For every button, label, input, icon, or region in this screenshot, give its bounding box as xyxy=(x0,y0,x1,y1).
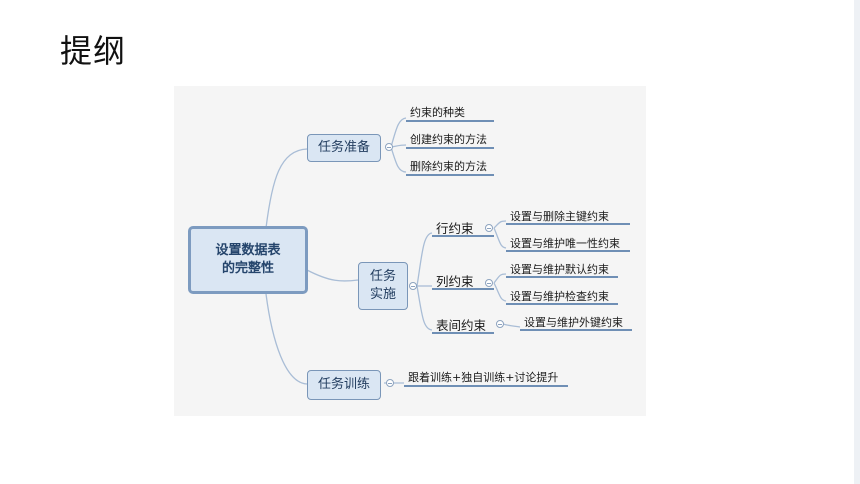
leaf-create-constraint[interactable]: 创建约束的方法 xyxy=(410,133,487,146)
link-row-2 xyxy=(493,227,507,249)
right-edge-bar xyxy=(854,0,860,484)
group-table-constraint[interactable]: 表间约束 xyxy=(436,318,487,333)
leaf-constraint-types[interactable]: 约束的种类 xyxy=(410,106,465,119)
leaf-unique[interactable]: 设置与维护唯一性约束 xyxy=(510,237,620,250)
leaf-delete-constraint[interactable]: 删除约束的方法 xyxy=(410,160,487,173)
link-col-1 xyxy=(493,273,507,284)
branch-node-prep[interactable]: 任务准备 xyxy=(307,134,381,162)
link-col-2 xyxy=(493,282,507,302)
link-root-impl xyxy=(306,269,359,282)
link-root-prep xyxy=(265,148,308,229)
collapse-icon-train[interactable] xyxy=(386,379,394,387)
leaf-primary-key[interactable]: 设置与删除主键约束 xyxy=(510,210,609,223)
group-column-constraint[interactable]: 列约束 xyxy=(436,274,474,289)
collapse-icon-row[interactable] xyxy=(485,224,493,232)
collapse-icon-impl[interactable] xyxy=(409,282,417,290)
link-prep-1 xyxy=(390,117,407,148)
link-impl-row xyxy=(416,232,433,287)
link-root-train xyxy=(265,293,308,385)
branch-node-train[interactable]: 任务训练 xyxy=(307,370,381,400)
collapse-icon-prep[interactable] xyxy=(385,143,393,151)
branch-node-impl[interactable]: 任务 实施 xyxy=(358,262,408,310)
collapse-icon-table[interactable] xyxy=(496,320,504,328)
leaf-check[interactable]: 设置与维护检查约束 xyxy=(510,290,609,303)
link-prep-2 xyxy=(390,144,407,148)
link-table-1 xyxy=(502,323,521,328)
link-impl-table xyxy=(416,285,433,331)
group-row-constraint[interactable]: 行约束 xyxy=(436,221,474,236)
page-title: 提纲 xyxy=(60,32,127,70)
leaf-training[interactable]: 跟着训练+独自训练+讨论提升 xyxy=(408,371,559,384)
collapse-icon-column[interactable] xyxy=(485,279,493,287)
leaf-default[interactable]: 设置与维护默认约束 xyxy=(510,263,609,276)
link-row-1 xyxy=(493,220,507,229)
link-prep-3 xyxy=(390,146,407,173)
leaf-foreign-key[interactable]: 设置与维护外键约束 xyxy=(524,316,623,329)
mindmap-root-node[interactable]: 设置数据表 的完整性 xyxy=(188,226,308,294)
